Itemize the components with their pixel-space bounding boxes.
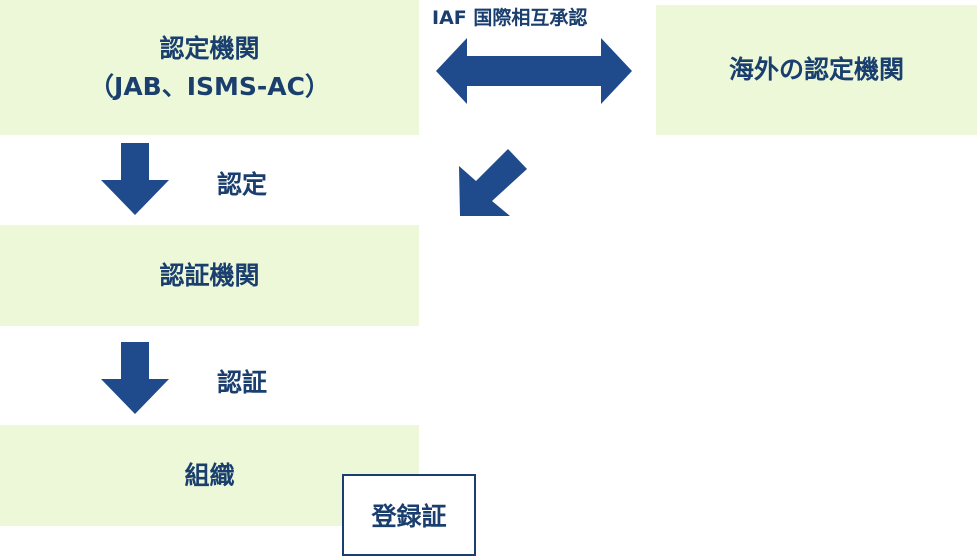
organization-name: 組織 (184, 460, 235, 490)
accreditation-label: 認定 (217, 170, 268, 199)
registration-certificate-badge: 登録証 (342, 474, 476, 556)
certification-body-name: 認証機関 (159, 260, 260, 290)
iaf-mutual-recognition-label: IAF 国際相互承認 (432, 7, 588, 29)
accreditation-body-name: 認定機関 (159, 33, 260, 63)
accreditation-body-examples: （JAB、ISMS-AC） (89, 71, 330, 101)
certification-down-arrow-icon (101, 342, 169, 414)
registration-certificate-label: 登録証 (371, 502, 447, 531)
foreign-accreditation-body-name: 海外の認定機関 (728, 55, 904, 84)
accreditation-body-box: 認定機関 （JAB、ISMS-AC） (0, 0, 419, 135)
certification-body-box: 認証機関 (0, 225, 419, 326)
foreign-accreditation-body-box: 海外の認定機関 (656, 5, 977, 135)
foreign-accreditation-diagonal-arrow-icon (459, 149, 527, 216)
mutual-recognition-arrow-icon (436, 38, 632, 104)
accreditation-down-arrow-icon (101, 143, 169, 215)
certification-label: 認証 (217, 368, 268, 397)
